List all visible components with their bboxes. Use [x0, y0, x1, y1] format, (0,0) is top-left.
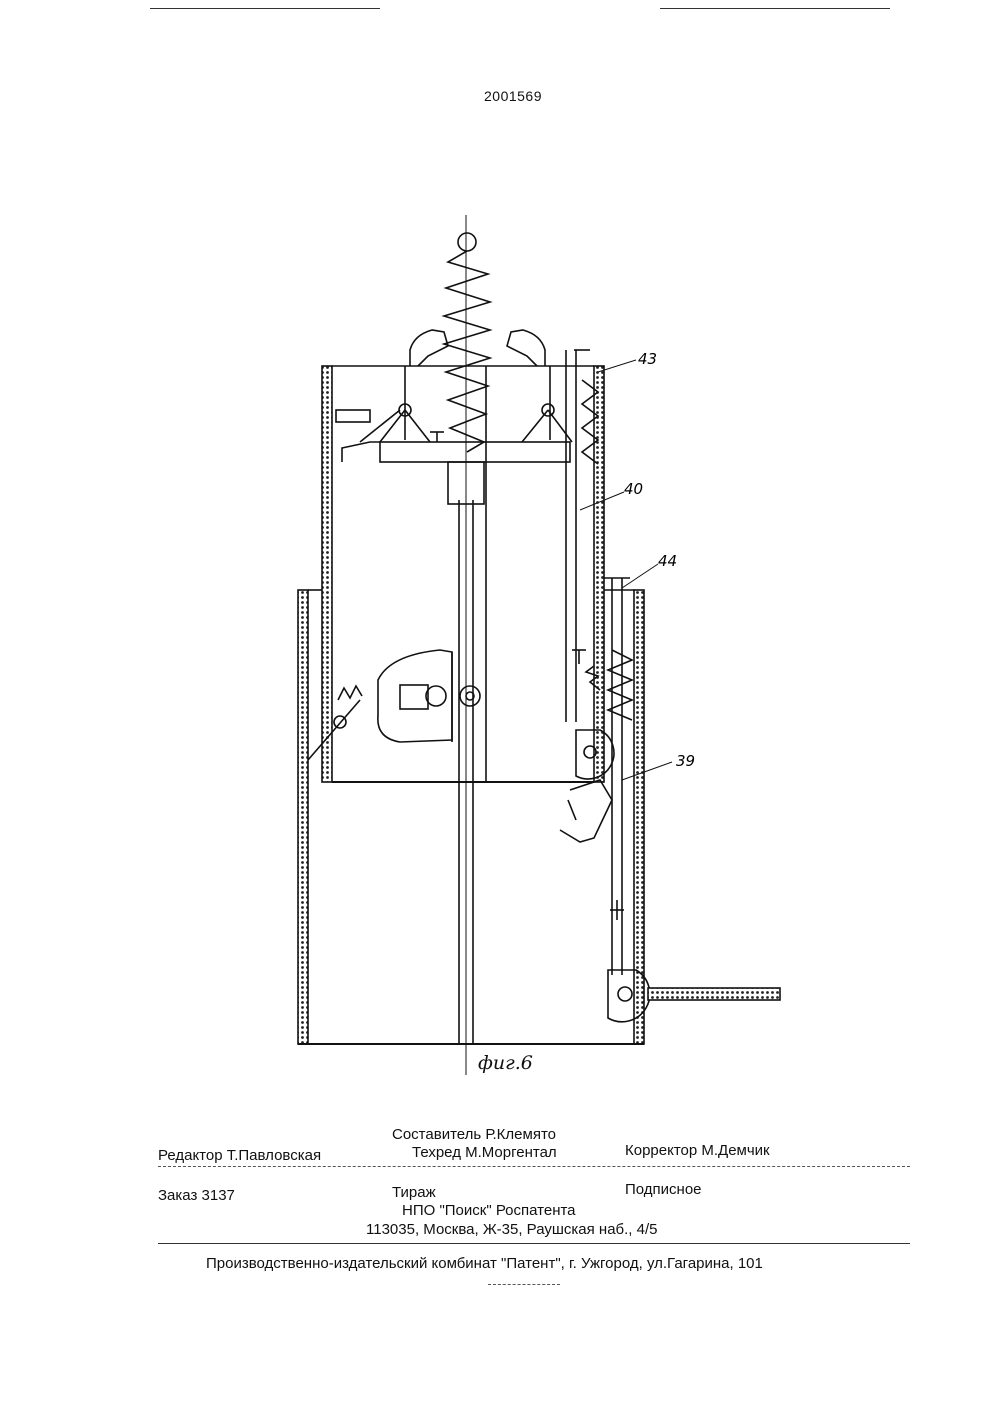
label-40: 40	[624, 480, 643, 498]
pivot-lower	[560, 730, 614, 842]
circulation: Тираж	[392, 1184, 436, 1201]
central-mechanism	[378, 650, 480, 742]
printer: Производственно-издательский комбинат "П…	[206, 1255, 763, 1272]
techeditor: Техред М.Моргентал	[412, 1144, 557, 1161]
lower-housing	[298, 590, 644, 1044]
order: Заказ 3137	[158, 1187, 235, 1204]
editor: Редактор Т.Павловская	[158, 1147, 321, 1164]
right-claw	[507, 330, 572, 442]
label-39: 39	[676, 752, 695, 770]
cross-beam	[336, 410, 570, 462]
label-44: 44	[658, 552, 677, 570]
figure-caption: фиг.6	[478, 1052, 533, 1074]
technical-drawing: 43 40 44 39	[0, 0, 1000, 1100]
left-latch	[308, 686, 362, 760]
rule-2	[158, 1243, 910, 1244]
organization: НПО "Поиск" Роспатента	[402, 1202, 576, 1219]
label-43: 43	[638, 350, 657, 368]
corrector: Корректор М.Демчик	[625, 1142, 770, 1159]
left-claw	[380, 330, 448, 442]
rod-39-44	[586, 578, 632, 975]
rule-1	[158, 1166, 910, 1167]
rule-3	[488, 1284, 560, 1285]
subscription: Подписное	[625, 1181, 702, 1198]
address: 113035, Москва, Ж-35, Раушская наб., 4/5	[366, 1221, 658, 1238]
central-shaft	[448, 215, 484, 1075]
compiler: Составитель Р.Клемято	[392, 1126, 556, 1143]
top-spring	[444, 233, 490, 452]
